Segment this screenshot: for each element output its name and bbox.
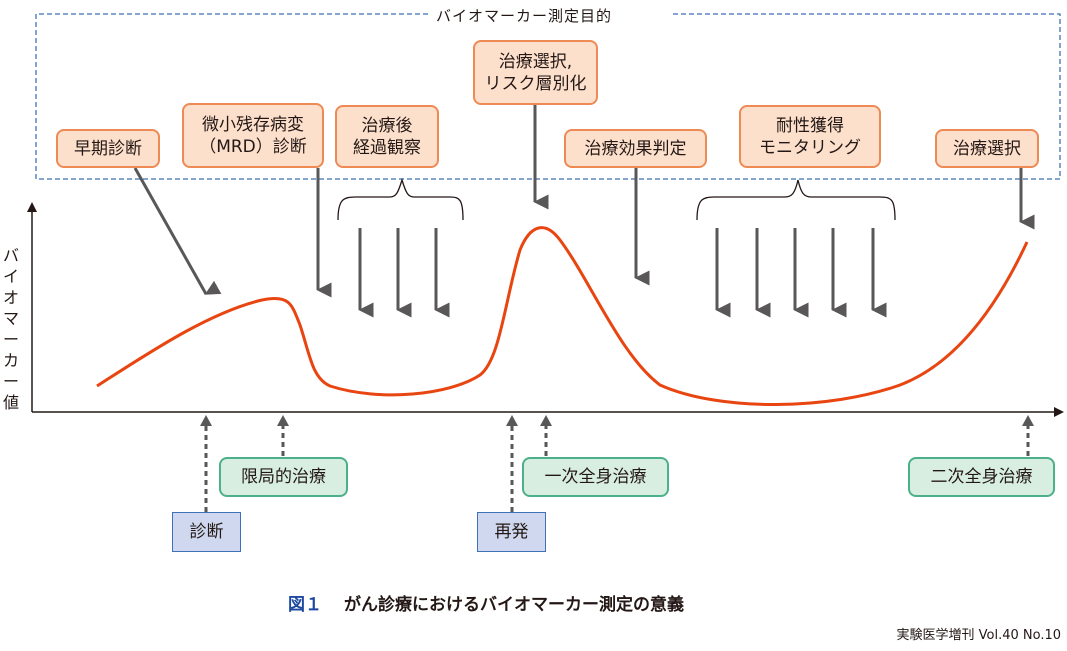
event-relapse: 再発 [477,512,546,552]
treatment-local: 限局的治療 [219,457,348,497]
purpose-treatment-selection: 治療選択 [935,129,1039,168]
arrowhead-second-treatment [1022,415,1034,426]
figure-number: 図１ [288,595,322,615]
purpose-treatment-effect: 治療効果判定 [564,129,707,168]
arrowhead-first-treatment [540,415,552,426]
purpose-frame [35,13,1061,180]
arrowhead-local-treatment [277,415,289,426]
brace-followup [337,177,464,221]
biomarker-curve [96,226,1029,406]
purpose-early-diagnosis: 早期診断 [56,129,160,168]
purpose-resistance-monitoring: 耐性獲得 モニタリング [739,105,881,168]
y-axis-label: バイオマーカー値 [2,246,19,412]
purpose-followup: 治療後 経過観察 [335,105,439,168]
figure-caption: 図１ がん診療におけるバイオマーカー測定の意義 [288,590,684,615]
caption-text: がん診療におけるバイオマーカー測定の意義 [344,595,684,615]
treatment-first-systemic: 一次全身治療 [522,457,669,497]
brace-resistance [696,179,896,221]
y-axis-arrowhead [27,202,37,212]
arrowhead-relapse [506,415,518,426]
source-credit: 実験医学増刊 Vol.40 No.10 [896,628,1061,643]
event-diagnosis: 診断 [172,512,241,552]
x-axis-arrowhead [1054,407,1064,417]
purpose-treatment-selection-risk: 治療選択, リスク層別化 [473,40,598,105]
arrowhead-diagnosis [200,415,212,426]
treatment-second-systemic: 二次全身治療 [908,457,1055,497]
arrow-early [133,167,222,295]
purpose-mrd-diagnosis: 微小残存病変 （MRD）診断 [182,103,324,168]
purpose-frame-title: バイオマーカー測定目的 [430,5,619,26]
